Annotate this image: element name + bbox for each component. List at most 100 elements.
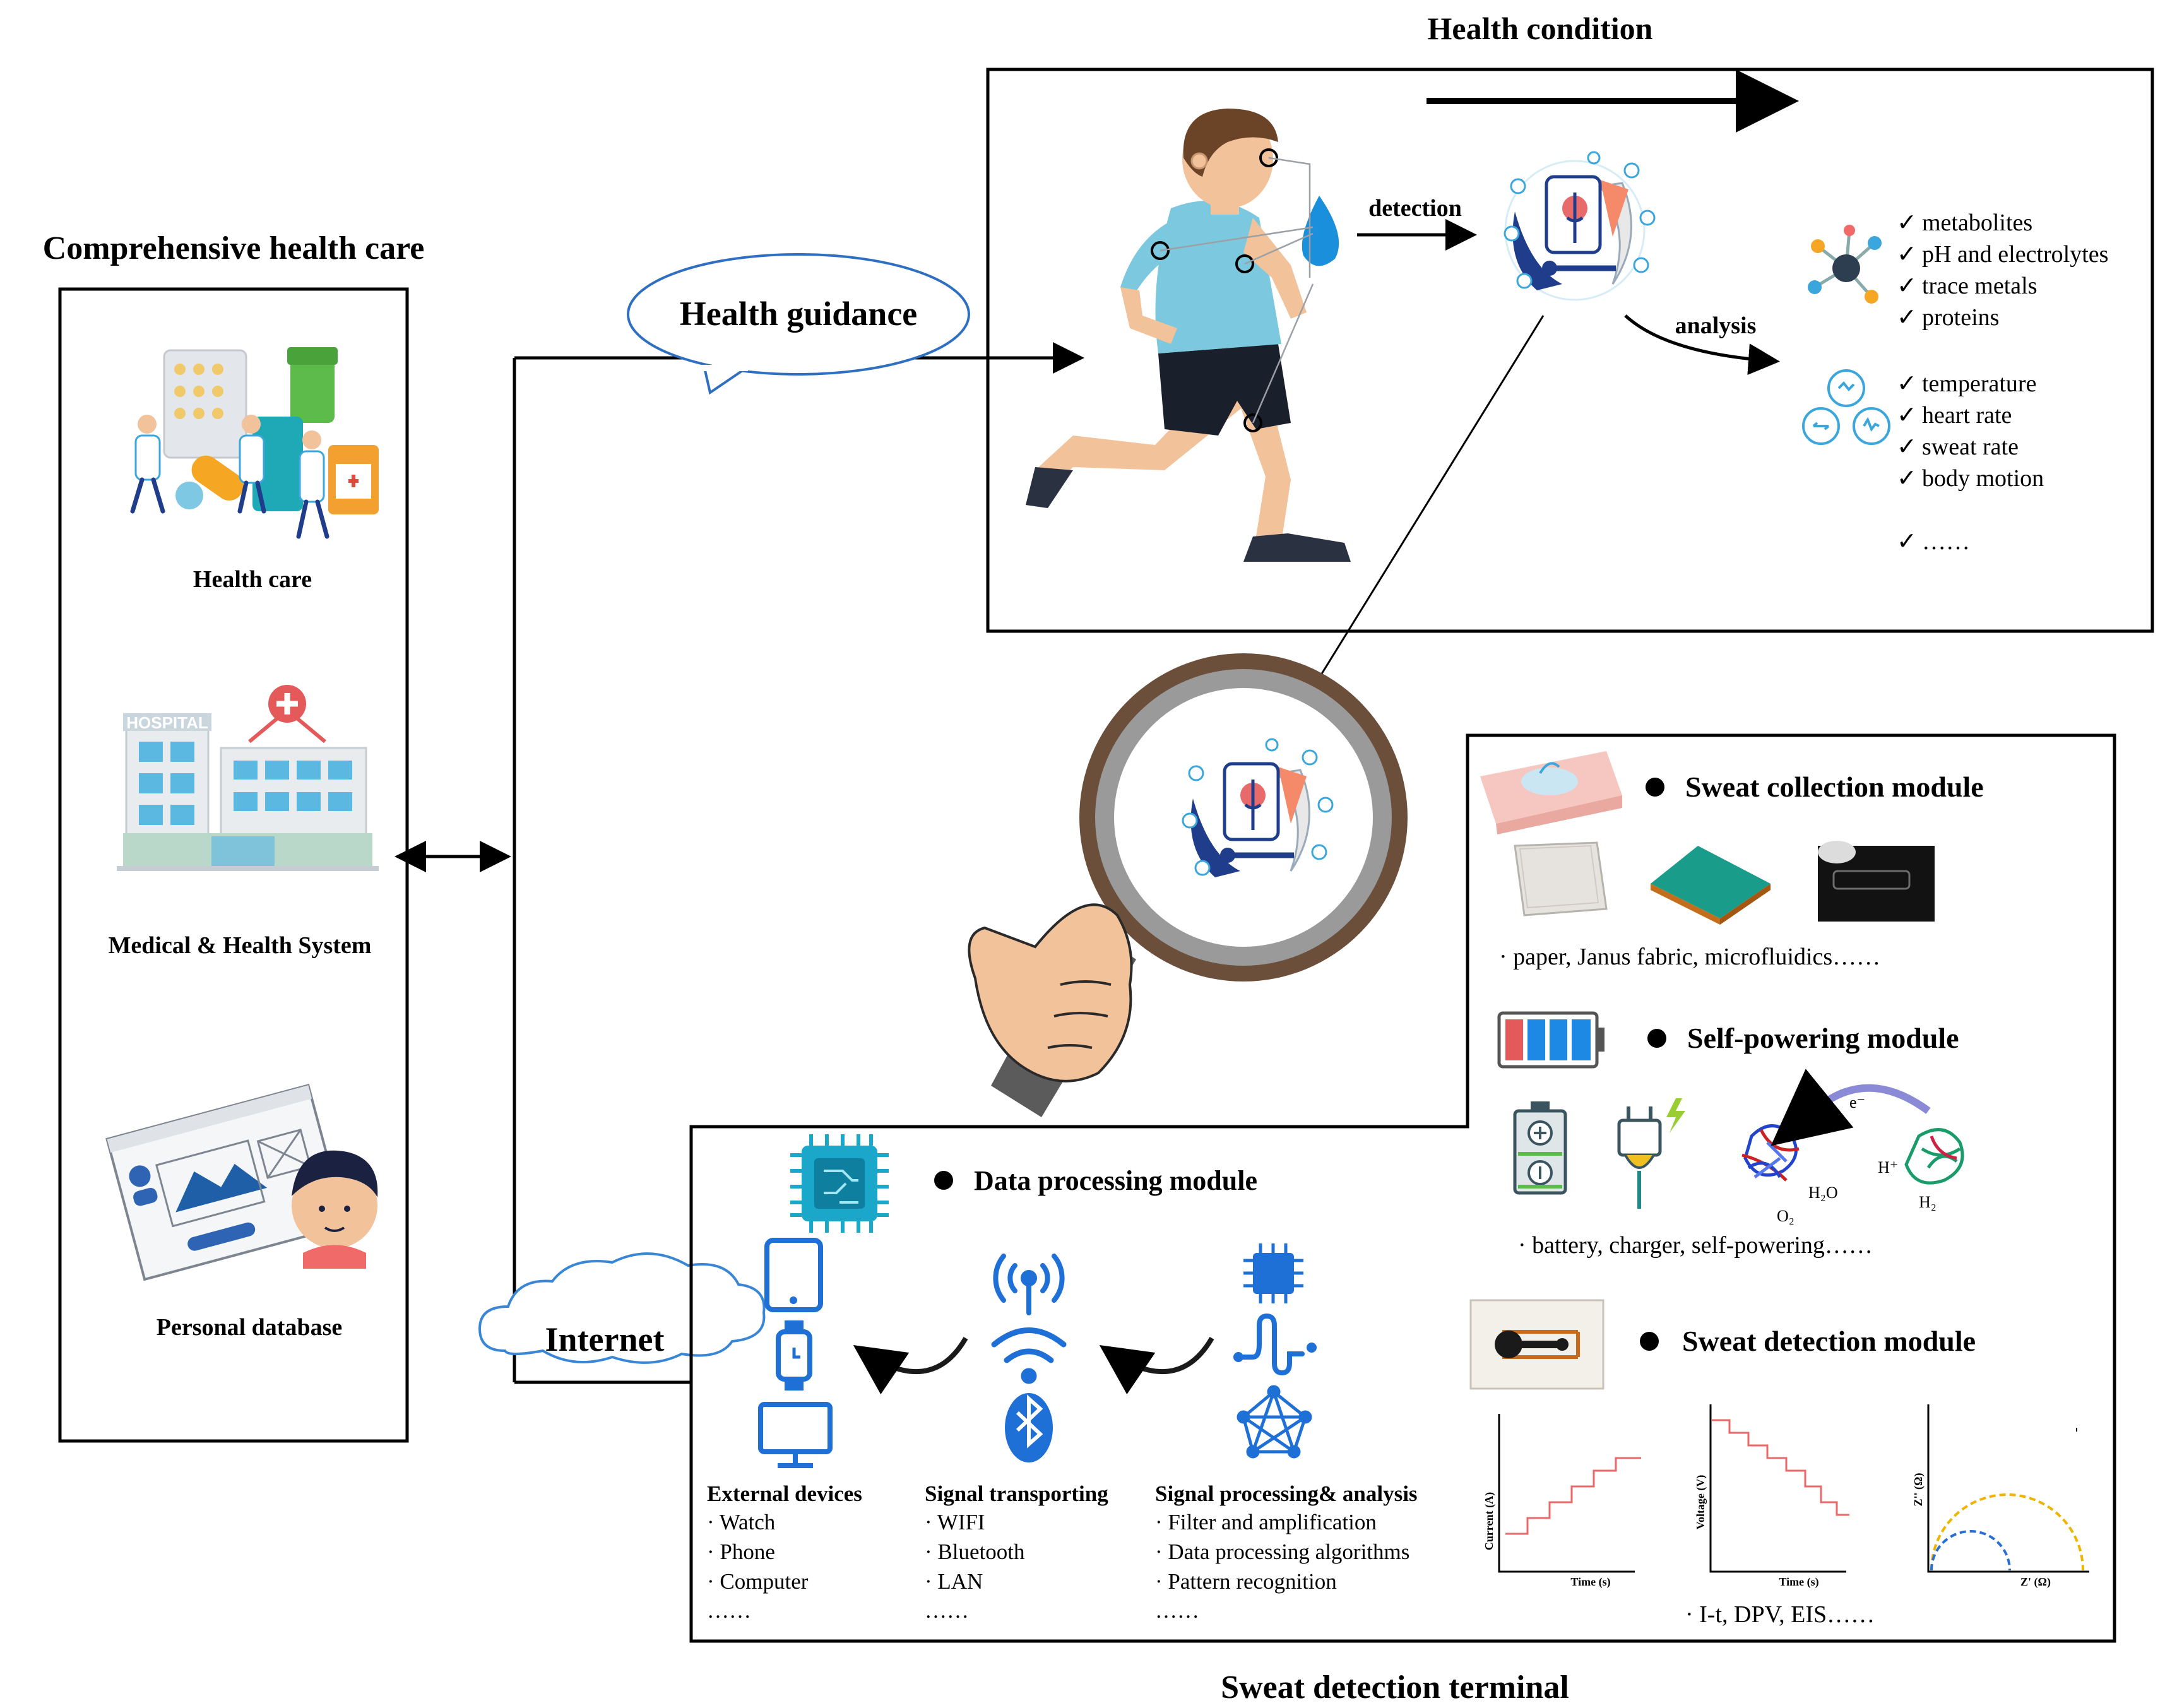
check-mark: ✓ bbox=[1897, 273, 1917, 299]
signal-processing-column: Signal processing& analysis · Filter and… bbox=[1155, 1481, 1418, 1623]
charger-plug-icon bbox=[1617, 1098, 1685, 1209]
physical-signal-item: temperature bbox=[1922, 371, 2036, 397]
network-graph-icon bbox=[1237, 1385, 1312, 1459]
column-item: …… bbox=[925, 1598, 969, 1623]
biomarker-item: pH and electrolytes bbox=[1922, 241, 2108, 268]
bullet-dot bbox=[1646, 778, 1664, 797]
collection-materials-images bbox=[1514, 841, 1935, 925]
health-care-illustration bbox=[130, 347, 379, 539]
oxygen-label: O₂ bbox=[1777, 1207, 1794, 1225]
medical-health-system-label: Medical & Health System bbox=[109, 932, 372, 959]
electron-label: e⁻ bbox=[1849, 1093, 1865, 1112]
time-axis-label: Time (s) bbox=[1779, 1575, 1818, 1589]
physical-sensing-icon bbox=[1802, 369, 1890, 445]
magnifier-guide-line bbox=[1312, 315, 1545, 689]
internet-label: Internet bbox=[545, 1320, 665, 1358]
sweat-detection-title: Sweat detection module bbox=[1682, 1325, 1976, 1357]
check-mark: ✓ bbox=[1897, 465, 1917, 492]
antenna-icon bbox=[993, 1254, 1065, 1315]
column-title: Signal processing& analysis bbox=[1155, 1481, 1418, 1506]
current-axis-label: Current (A) bbox=[1483, 1492, 1496, 1550]
molecule-icon bbox=[1808, 225, 1882, 304]
battery-cell-icon bbox=[1513, 1101, 1567, 1195]
physical-signal-item: heart rate bbox=[1922, 402, 2012, 429]
analysis-arrow bbox=[1624, 314, 1780, 376]
chemical-biomarker-list: ✓ metabolites ✓ pH and electrolytes ✓ tr… bbox=[1897, 210, 2108, 331]
column-item: · Pattern recognition bbox=[1155, 1569, 1337, 1594]
flow-arrow-to-transport bbox=[1099, 1336, 1214, 1395]
comprehensive-health-care-title: Comprehensive health care bbox=[43, 230, 425, 266]
imaginary-impedance-axis-label: Z'' (Ω) bbox=[1912, 1473, 1925, 1507]
sweat-detection-terminal-title: Sweat detection terminal bbox=[1221, 1669, 1569, 1705]
water-label: H₂O bbox=[1808, 1183, 1838, 1202]
hospital-sign: HOSPITAL bbox=[126, 713, 208, 732]
physical-signal-list: ✓ temperature ✓ heart rate ✓ sweat rate … bbox=[1897, 371, 2044, 555]
signal-waveform-icon bbox=[1233, 1313, 1317, 1376]
column-item: · Data processing algorithms bbox=[1155, 1539, 1409, 1564]
flow-arrow-to-devices bbox=[853, 1336, 968, 1395]
magnified-sensor-icon bbox=[1182, 738, 1334, 877]
column-item: · LAN bbox=[925, 1569, 983, 1594]
column-title: Signal transporting bbox=[925, 1481, 1108, 1506]
biomarker-item: proteins bbox=[1922, 304, 1999, 331]
physical-signal-item: sweat rate bbox=[1922, 434, 2019, 460]
check-mark: ✓ bbox=[1897, 528, 1917, 555]
physical-signal-item: body motion bbox=[1922, 465, 2044, 492]
column-item: · Watch bbox=[707, 1510, 776, 1534]
signal-transporting-column: Signal transporting · WIFI · Bluetooth ·… bbox=[925, 1481, 1108, 1623]
column-item: …… bbox=[707, 1598, 751, 1623]
wifi-icon bbox=[991, 1327, 1067, 1384]
sweat-collection-title: Sweat collection module bbox=[1685, 771, 1984, 803]
column-item: · Phone bbox=[707, 1539, 775, 1564]
sweat-detection-terminal-panel bbox=[689, 733, 2116, 1643]
biofuel-cell-illustration bbox=[1741, 1069, 1964, 1185]
hydrogen-label: H₂ bbox=[1919, 1193, 1937, 1211]
sensor-position-markers bbox=[1151, 148, 1278, 432]
voltage-axis-label: Voltage (V) bbox=[1694, 1475, 1707, 1530]
check-mark: ✓ bbox=[1897, 434, 1917, 460]
bullet-dot bbox=[1647, 1029, 1666, 1048]
column-title: External devices bbox=[707, 1481, 862, 1506]
current-time-plot: Current (A) Time (s) bbox=[1483, 1414, 1641, 1589]
collection-patch-illustration bbox=[1480, 751, 1622, 834]
column-item: …… bbox=[1155, 1598, 1199, 1623]
health-care-label: Health care bbox=[193, 566, 312, 593]
health-condition-title: Health condition bbox=[1428, 11, 1653, 46]
more-ellipsis: …… bbox=[1922, 528, 1970, 555]
monitor-icon bbox=[758, 1402, 833, 1468]
column-item: · Bluetooth bbox=[925, 1539, 1025, 1564]
health-guidance-bubble bbox=[627, 253, 970, 395]
hospital-illustration: HOSPITAL bbox=[117, 685, 379, 871]
self-powering-caption: · battery, charger, self-powering…… bbox=[1518, 1232, 1873, 1259]
health-condition-panel bbox=[986, 68, 2154, 633]
watch-icon bbox=[776, 1320, 812, 1391]
proton-label: H⁺ bbox=[1878, 1158, 1899, 1177]
biomarker-item: metabolites bbox=[1922, 210, 2032, 236]
real-impedance-axis-label: Z' (Ω) bbox=[2020, 1575, 2051, 1589]
time-axis-label: Time (s) bbox=[1570, 1575, 1610, 1589]
analysis-label: analysis bbox=[1675, 312, 1757, 339]
magnifier-illustration bbox=[968, 653, 1408, 1117]
column-item: · Filter and amplification bbox=[1155, 1510, 1377, 1534]
check-mark: ✓ bbox=[1897, 371, 1917, 397]
check-mark: ✓ bbox=[1897, 241, 1917, 268]
column-item: · Computer bbox=[707, 1569, 809, 1594]
internet-cloud bbox=[478, 1252, 766, 1364]
detection-electrode-image bbox=[1469, 1299, 1604, 1390]
sweat-detection-caption: · I-t, DPV, EIS…… bbox=[1685, 1601, 1875, 1628]
column-item: · WIFI bbox=[925, 1510, 985, 1534]
detection-label: detection bbox=[1368, 195, 1462, 222]
battery-icon bbox=[1497, 1011, 1604, 1069]
check-mark: ✓ bbox=[1897, 402, 1917, 429]
data-processing-title: Data processing module bbox=[974, 1165, 1257, 1196]
voltage-time-plot: Voltage (V) Time (s) bbox=[1694, 1404, 1849, 1589]
self-powering-title: Self-powering module bbox=[1687, 1022, 1959, 1054]
bullet-dot bbox=[1640, 1332, 1659, 1351]
personal-database-illustration bbox=[105, 1083, 378, 1281]
biomarker-item: trace metals bbox=[1922, 273, 2037, 299]
tablet-icon bbox=[764, 1238, 823, 1312]
health-guidance-label: Health guidance bbox=[680, 295, 918, 333]
bluetooth-icon bbox=[1005, 1393, 1053, 1462]
external-devices-column: External devices · Watch · Phone · Compu… bbox=[707, 1481, 862, 1623]
